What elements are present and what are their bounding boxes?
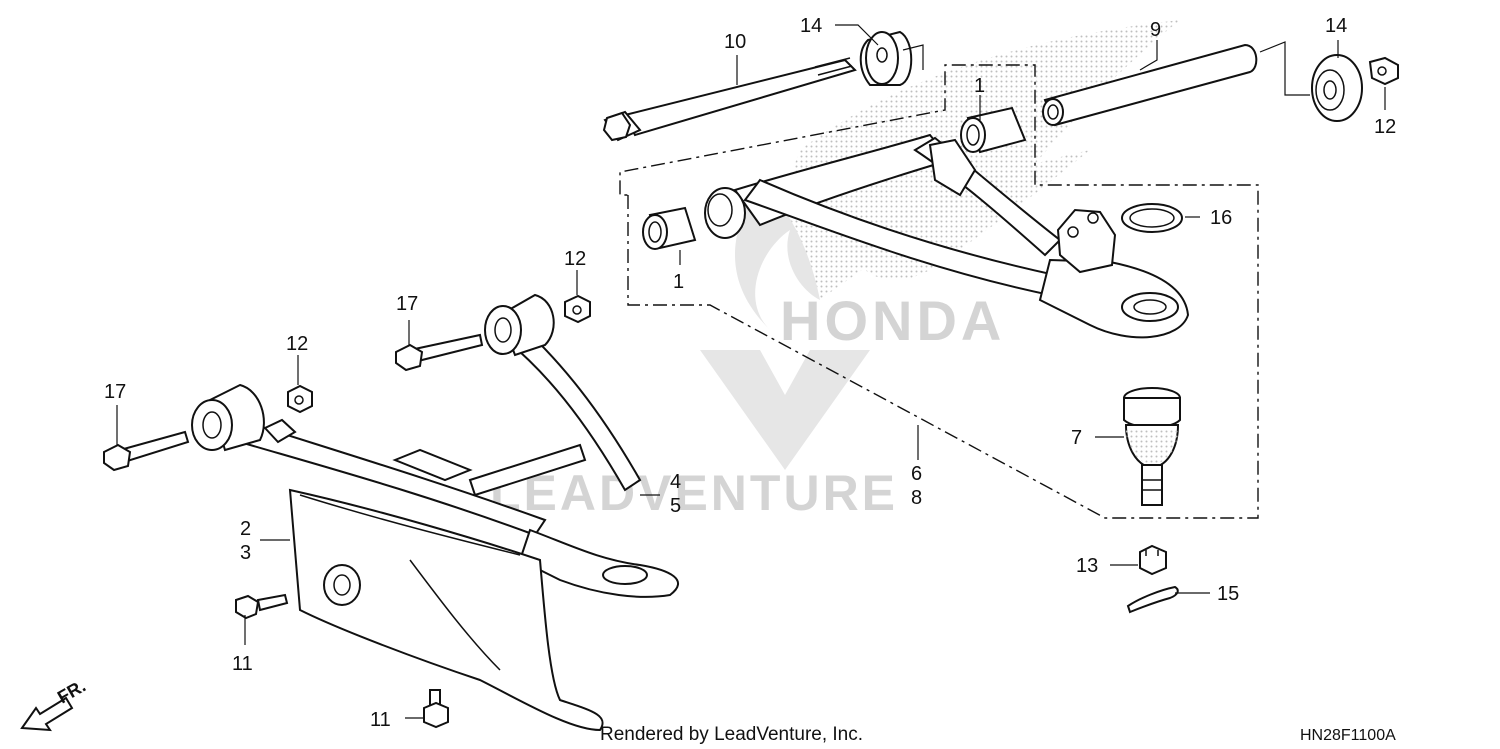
callout-1-bottom: 1 — [673, 271, 684, 293]
dust-seal-right[interactable] — [1311, 54, 1363, 122]
leader-lines — [116, 24, 1386, 719]
flange-nut-12-lower[interactable] — [287, 384, 313, 414]
arm-bolt-upper[interactable] — [395, 333, 484, 372]
bushing-rear[interactable] — [960, 106, 1027, 154]
flange-nut-12-upper[interactable] — [564, 294, 591, 324]
callout-10: 10 — [724, 31, 746, 53]
dust-seal-left[interactable] — [859, 30, 913, 86]
callout-9: 9 — [1150, 19, 1161, 41]
callout-13: 13 — [1076, 555, 1098, 577]
callout-3: 3 — [240, 542, 251, 564]
front-arrow-icon — [20, 696, 74, 732]
callout-12-upper-arm: 12 — [564, 248, 586, 270]
callout-14-left: 14 — [800, 15, 822, 37]
arm-bolt-lower[interactable] — [103, 430, 190, 472]
callout-12-top: 12 — [1374, 116, 1396, 138]
flange-nut-12-top[interactable] — [1368, 56, 1399, 86]
callout-17-upper: 17 — [396, 293, 418, 315]
callout-11-side: 11 — [232, 653, 253, 675]
front-direction-indicator: FR. — [20, 676, 89, 732]
arm-assembly-boundary — [619, 64, 1259, 519]
circlip[interactable] — [1121, 203, 1183, 233]
callout-14-right: 14 — [1325, 15, 1347, 37]
castle-nut[interactable] — [1139, 544, 1167, 576]
callout-11-bottom: 11 — [370, 709, 391, 731]
upper-arm[interactable] — [704, 133, 1190, 339]
arm-guard[interactable] — [288, 488, 604, 732]
render-credit: Rendered by LeadVenture, Inc. — [600, 724, 863, 745]
callout-7: 7 — [1071, 427, 1082, 449]
guard-bolt-bottom[interactable] — [423, 689, 449, 729]
pivot-pipe[interactable] — [1042, 43, 1258, 127]
callout-8: 8 — [911, 487, 922, 509]
callout-16: 16 — [1210, 207, 1232, 229]
callout-6: 6 — [911, 463, 922, 485]
cotter-pin[interactable] — [1126, 585, 1179, 614]
callout-5: 5 — [670, 495, 681, 517]
callout-2: 2 — [240, 518, 251, 540]
bushing-front[interactable] — [642, 206, 697, 250]
lower-arm[interactable] — [191, 293, 679, 598]
ball-joint[interactable] — [1123, 387, 1181, 506]
honda-watermark-text: HONDA — [780, 289, 1005, 352]
callout-12-lower-arm: 12 — [286, 333, 308, 355]
callout-17-lower: 17 — [104, 381, 126, 403]
guard-bolt-side[interactable] — [235, 593, 289, 620]
callout-labels: 10 14 9 14 12 1 16 1 6 8 7 13 15 12 17 1… — [104, 15, 1396, 731]
callout-4: 4 — [670, 471, 681, 493]
callout-15: 15 — [1217, 583, 1239, 605]
leadventure-watermark-text: LEADVENTURE — [490, 465, 898, 521]
pivot-bolt[interactable] — [602, 57, 857, 142]
callout-1-top: 1 — [974, 75, 985, 97]
diagram-code: HN28F1100A — [1300, 727, 1396, 744]
